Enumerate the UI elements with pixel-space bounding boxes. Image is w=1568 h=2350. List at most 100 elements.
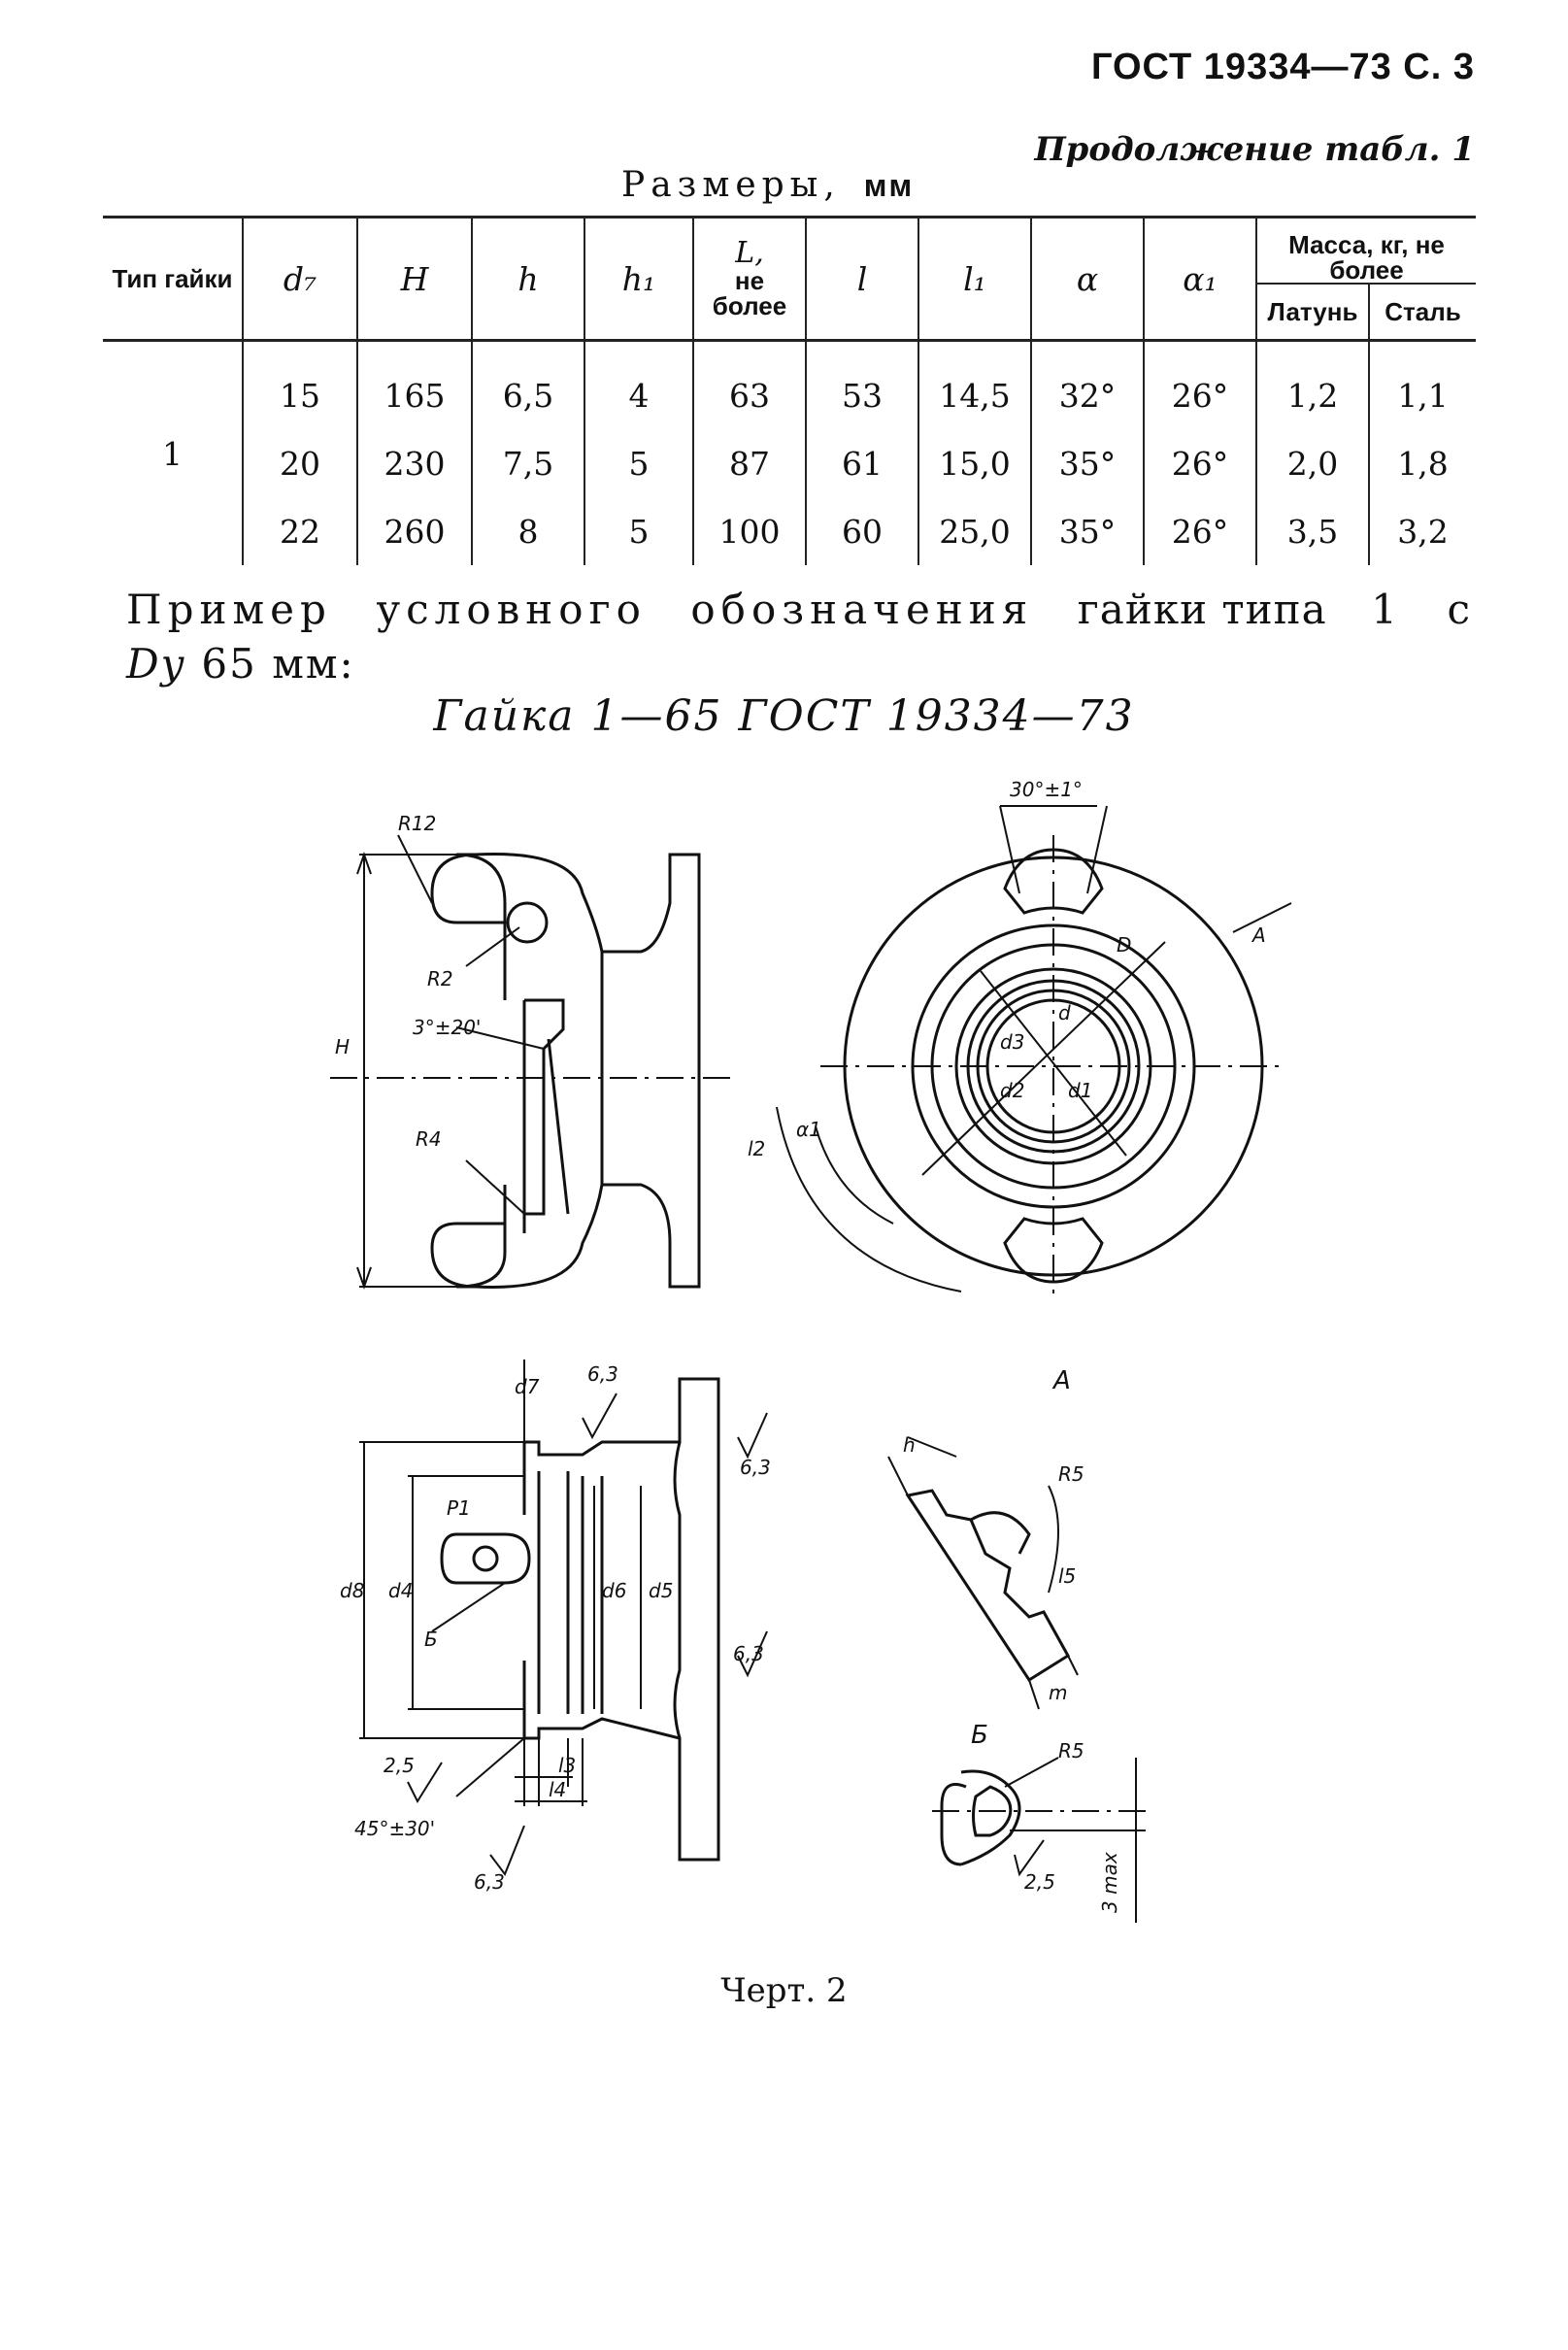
label-l4: l4 bbox=[549, 1778, 566, 1801]
label-view-A: A bbox=[1051, 1366, 1071, 1395]
cell-h: 7,5 bbox=[471, 429, 584, 497]
label-d7: d7 bbox=[515, 1375, 540, 1398]
label-R5-b: R5 bbox=[1058, 1739, 1084, 1762]
cell-steel: 1,1 bbox=[1367, 340, 1477, 429]
label-d8: d8 bbox=[340, 1579, 364, 1602]
label-roughness-25: 2,5 bbox=[384, 1754, 415, 1777]
header-l: l bbox=[805, 216, 918, 341]
cell-brass: 2,0 bbox=[1255, 429, 1369, 497]
label-A: A bbox=[1251, 923, 1266, 947]
header-L: L, не более bbox=[692, 216, 806, 341]
section-view bbox=[440, 1377, 720, 1862]
cell-L: 100 bbox=[692, 497, 806, 565]
label-d6: d6 bbox=[602, 1579, 626, 1602]
cell-l: 61 bbox=[805, 429, 918, 497]
cell-l1: 25,0 bbox=[917, 497, 1031, 565]
label-roughness-4: 6,3 bbox=[474, 1870, 505, 1894]
table-row: 22 260 8 5 100 60 25,0 35° 26° 3,5 3,2 bbox=[103, 497, 1477, 565]
example-word: условного bbox=[376, 586, 647, 633]
dimensions-table: Тип гайки d₇ H h h₁ L, не более l l₁ α α… bbox=[103, 216, 1477, 565]
label-d2: d2 bbox=[1000, 1079, 1024, 1102]
cell-alpha: 35° bbox=[1030, 497, 1144, 565]
cell-brass: 3,5 bbox=[1255, 497, 1369, 565]
label-roughness-2: 6,3 bbox=[740, 1456, 771, 1479]
label-d3: d3 bbox=[1000, 1030, 1024, 1054]
label-top-angle: 30°±1° bbox=[1010, 778, 1083, 801]
cell-h1: 5 bbox=[584, 497, 693, 565]
header-type: Тип гайки bbox=[103, 216, 243, 341]
header-L-symbol: L, bbox=[735, 236, 764, 270]
cell-l: 60 bbox=[805, 497, 918, 565]
header-alpha: α bbox=[1030, 216, 1144, 341]
label-alpha1: α1 bbox=[796, 1118, 821, 1141]
side-view bbox=[430, 853, 701, 1289]
label-m: m bbox=[1049, 1681, 1067, 1704]
table-row: 20 230 7,5 5 87 61 15,0 35° 26° 2,0 1,8 bbox=[103, 429, 1477, 497]
label-h: h bbox=[903, 1433, 916, 1457]
label-R5-a: R5 bbox=[1058, 1462, 1084, 1486]
header-steel: Сталь bbox=[1367, 284, 1477, 341]
label-l2: l2 bbox=[748, 1137, 765, 1160]
cell-h1: 4 bbox=[584, 340, 693, 429]
label-H: H bbox=[335, 1035, 350, 1058]
cell-h: 6,5 bbox=[471, 340, 584, 429]
label-R2: R2 bbox=[427, 967, 453, 990]
label-D: D bbox=[1117, 933, 1131, 957]
example-line-2: Dу 65 мм: bbox=[126, 637, 1476, 691]
cell-steel: 3,2 bbox=[1367, 497, 1477, 565]
label-R12: R12 bbox=[398, 812, 436, 835]
cell-d7: 22 bbox=[242, 497, 357, 565]
table-caption-text: Размеры, bbox=[621, 165, 841, 205]
label-chamfer: 45°±30' bbox=[354, 1817, 435, 1840]
header-h: h bbox=[471, 216, 584, 341]
example-word: гайки типа bbox=[1077, 586, 1327, 633]
cell-L: 63 bbox=[692, 340, 806, 429]
cell-l1: 15,0 bbox=[917, 429, 1031, 497]
view-a bbox=[905, 1489, 1071, 1683]
label-roughness-1: 6,3 bbox=[587, 1362, 618, 1386]
technical-drawing: R12 R2 3°±20' R4 H 30°±1° A D d d3 d2 d1… bbox=[330, 778, 1292, 1923]
header-L-bolee: более bbox=[712, 291, 787, 320]
label-d4: d4 bbox=[388, 1579, 413, 1602]
cell-alpha1: 26° bbox=[1143, 429, 1256, 497]
figure-caption: Черт. 2 bbox=[720, 1971, 848, 2010]
cell-type: 1 bbox=[162, 435, 183, 473]
label-R4: R4 bbox=[416, 1127, 442, 1151]
cell-h1: 5 bbox=[584, 429, 693, 497]
cell-steel: 1,8 bbox=[1367, 429, 1477, 497]
label-l3: l3 bbox=[558, 1754, 576, 1777]
label-view-B: Б bbox=[971, 1721, 988, 1750]
example-word: с bbox=[1447, 586, 1476, 633]
header-l1: l₁ bbox=[917, 216, 1031, 341]
label-3max: 3 max bbox=[1098, 1852, 1121, 1913]
cell-alpha: 35° bbox=[1030, 429, 1144, 497]
cell-H: 165 bbox=[356, 340, 472, 429]
header-d7: d₇ bbox=[242, 216, 357, 341]
cell-L: 87 bbox=[692, 429, 806, 497]
header-brass: Латунь bbox=[1255, 284, 1369, 341]
header-H: H bbox=[356, 216, 472, 341]
table-unit: мм bbox=[863, 168, 915, 203]
header-h1: h₁ bbox=[584, 216, 693, 341]
example-word: 1 bbox=[1371, 586, 1403, 633]
cell-h: 8 bbox=[471, 497, 584, 565]
cell-l: 53 bbox=[805, 340, 918, 429]
example-line-1: Пример условного обозначения гайки типа … bbox=[126, 583, 1476, 637]
example-word: обозначения bbox=[690, 586, 1034, 633]
cell-H: 260 bbox=[356, 497, 472, 565]
example-variable: Dу bbox=[126, 640, 187, 688]
designation: Гайка 1—65 ГОСТ 19334—73 bbox=[433, 691, 1135, 741]
cell-alpha: 32° bbox=[1030, 340, 1144, 429]
label-roughness-25b: 2,5 bbox=[1024, 1870, 1055, 1894]
document-reference: ГОСТ 19334—73 С. 3 bbox=[1090, 47, 1475, 87]
table-continuation-note: Продолжение табл. 1 bbox=[1034, 130, 1475, 169]
cell-alpha1: 26° bbox=[1143, 340, 1256, 429]
cell-l1: 14,5 bbox=[917, 340, 1031, 429]
label-l5: l5 bbox=[1058, 1564, 1076, 1588]
cell-H: 230 bbox=[356, 429, 472, 497]
label-d: d bbox=[1058, 1001, 1071, 1024]
header-alpha1: α₁ bbox=[1143, 216, 1256, 341]
label-d5: d5 bbox=[649, 1579, 673, 1602]
cell-brass: 1,2 bbox=[1255, 340, 1369, 429]
table-row: 1 15 165 6,5 4 63 53 14,5 32° 26° 1,2 1,… bbox=[103, 340, 1477, 473]
